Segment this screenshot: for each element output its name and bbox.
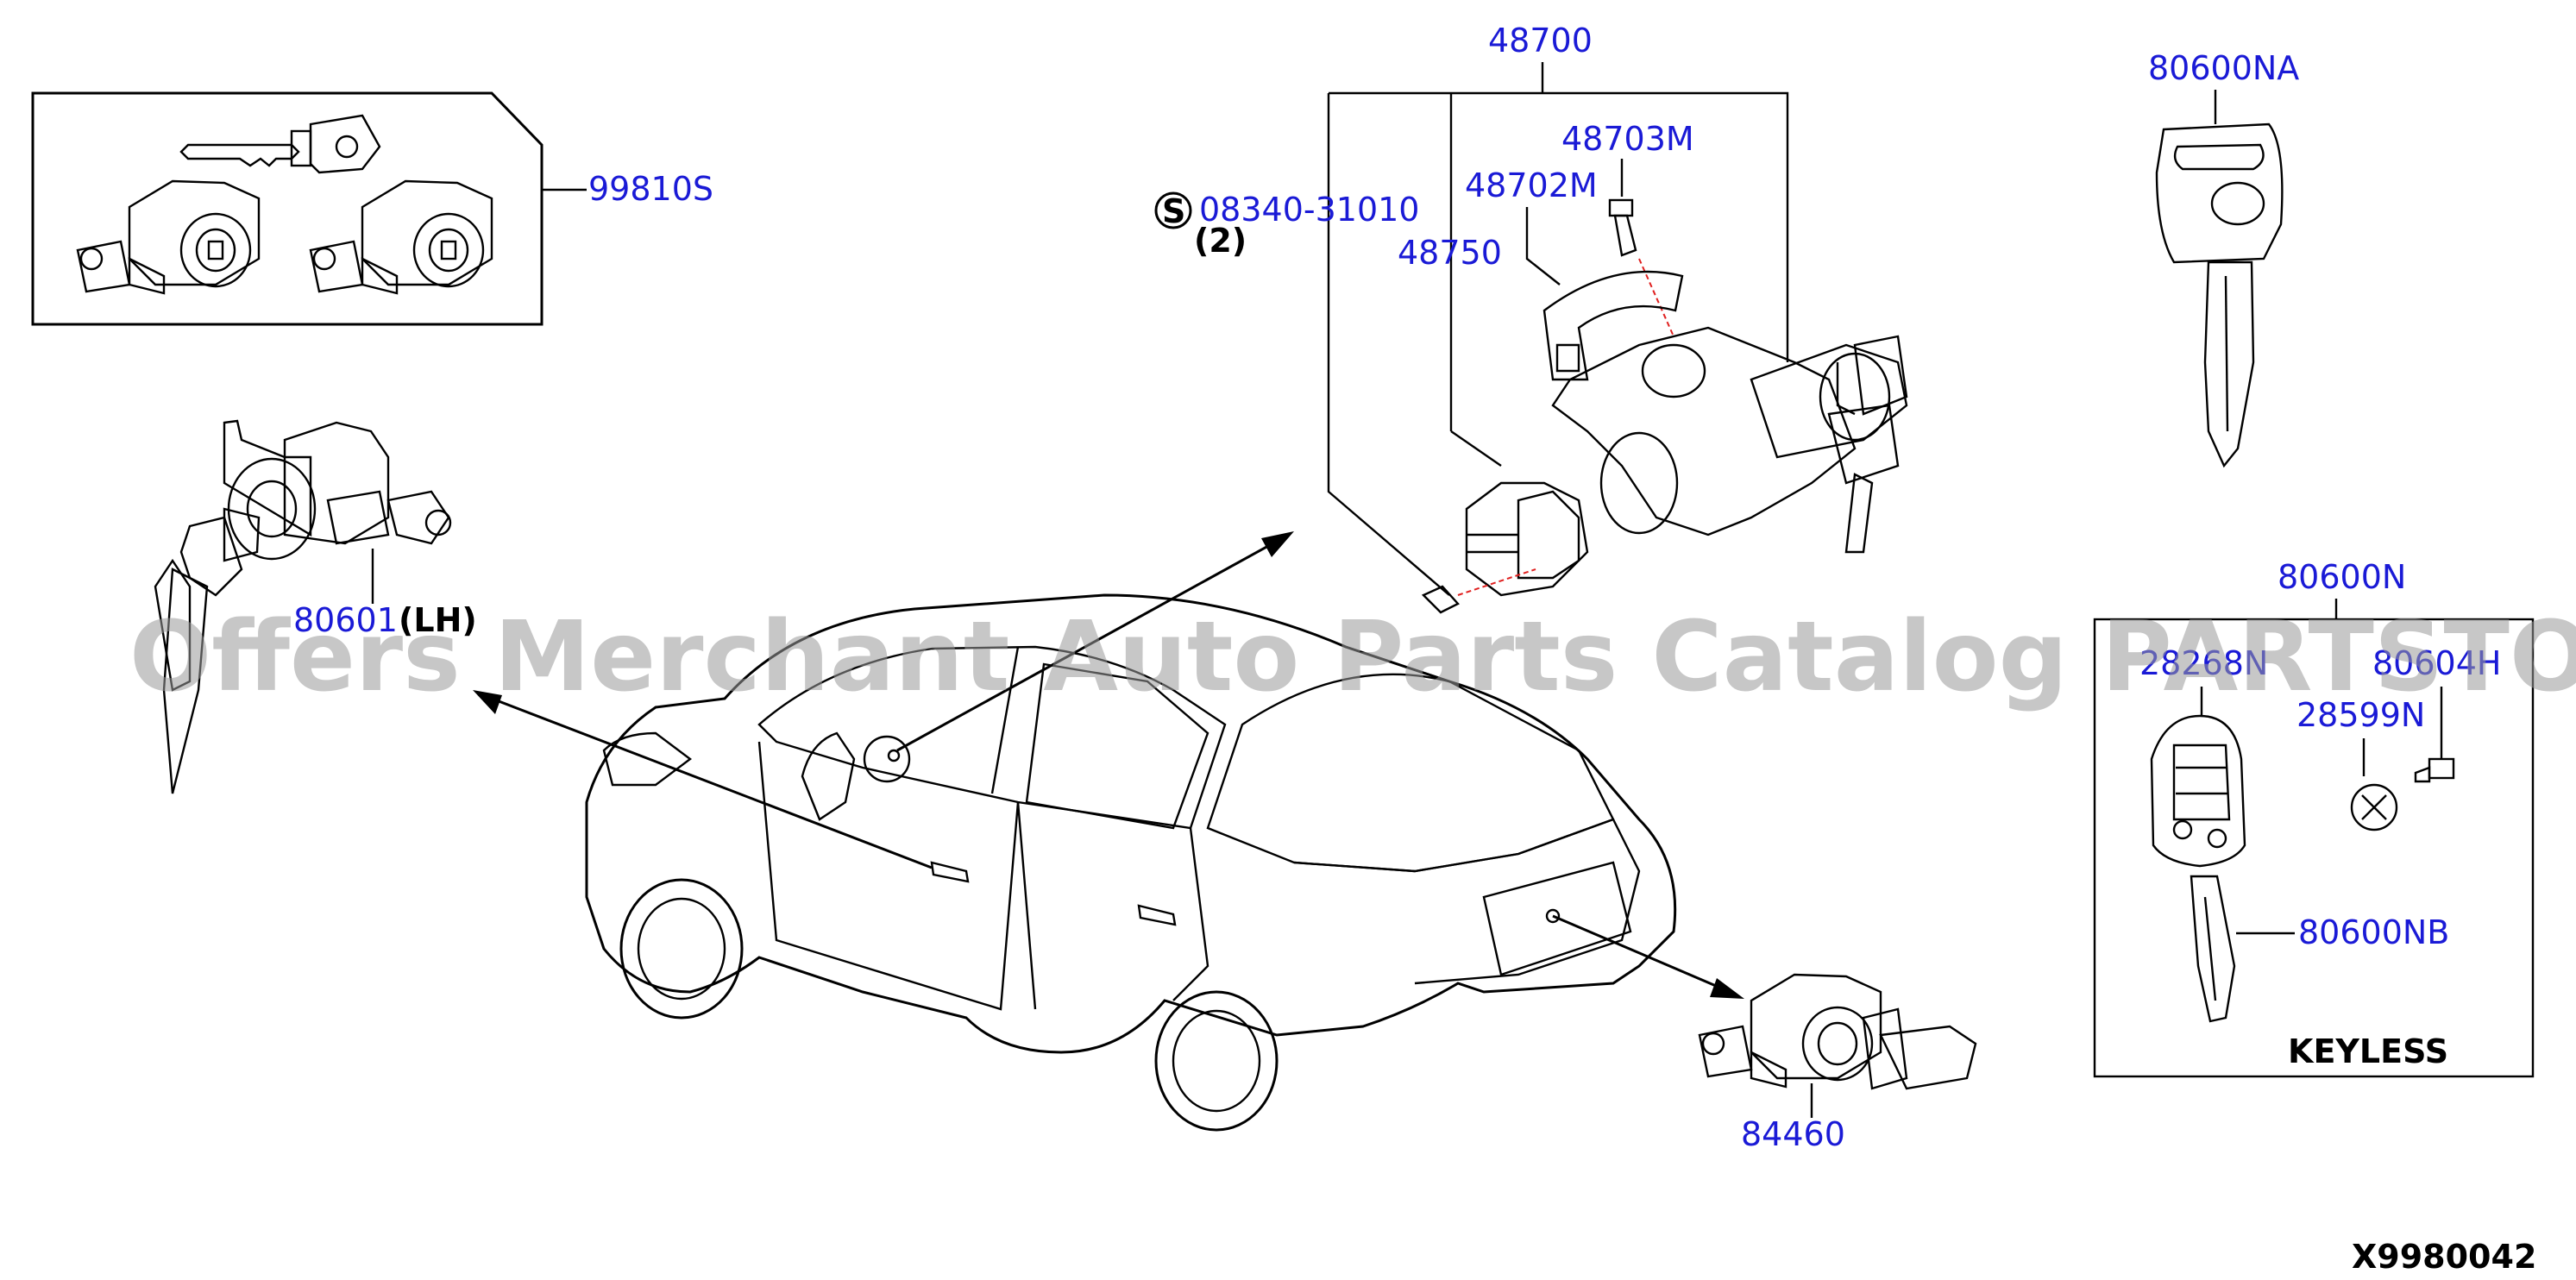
- part-label-48702m[interactable]: 48702M: [1465, 166, 1598, 204]
- lock-cylinder-icon: [76, 179, 261, 295]
- standard-part-symbol-icon: [1154, 191, 1192, 229]
- key-80600na: 80600NA: [2148, 49, 2299, 468]
- diagram-code: X9980042: [2352, 1238, 2536, 1276]
- kit-box-99810s: 99810S: [31, 91, 713, 326]
- part-label-08340-31010[interactable]: 08340-31010: [1199, 191, 1419, 229]
- part-label-80601[interactable]: 80601: [293, 601, 398, 639]
- lock-cylinder-icon: [309, 179, 493, 295]
- ignition-lock-assembly: 48700 48703M 48702M 48750 S 08340-31010 …: [1154, 22, 1908, 614]
- part-label-80600n[interactable]: 80600N: [2278, 558, 2406, 596]
- part-label-80600nb[interactable]: 80600NB: [2298, 913, 2449, 951]
- vehicle-outline: [585, 593, 1677, 1132]
- part-label-28268n[interactable]: 28268N: [2139, 644, 2268, 682]
- part-label-84460[interactable]: 84460: [1741, 1115, 1845, 1153]
- part-label-48700[interactable]: 48700: [1488, 22, 1593, 60]
- part-side-lh: (LH): [399, 601, 477, 639]
- part-label-28599n[interactable]: 28599N: [2296, 696, 2425, 734]
- part-qty-2: (2): [1194, 222, 1247, 260]
- keyless-box-80600n: 80600N 28268N 80604H 28599N 80600NB KEYL…: [2093, 558, 2535, 1078]
- part-label-80604h[interactable]: 80604H: [2372, 644, 2501, 682]
- part-label-99810s[interactable]: 99810S: [588, 170, 713, 208]
- part-label-48750[interactable]: 48750: [1398, 234, 1502, 272]
- screw-icon: [2414, 757, 2455, 783]
- screw-icon: [1608, 198, 1637, 257]
- watermark-text: Offers Merchant Auto Parts Catalog PARTS…: [129, 601, 2576, 713]
- battery-icon: [2350, 783, 2398, 831]
- standard-part-symbol: S: [1162, 192, 1185, 230]
- trunk-lock-84460: 84460: [1698, 973, 1977, 1153]
- door-lock-assembly-lh: 80601 (LH): [154, 419, 477, 794]
- part-label-80600na[interactable]: 80600NA: [2148, 49, 2299, 87]
- callout-arrows: [473, 531, 1744, 999]
- key-icon: [179, 114, 381, 174]
- keyless-label: KEYLESS: [2288, 1032, 2448, 1070]
- part-label-48703m[interactable]: 48703M: [1561, 120, 1694, 158]
